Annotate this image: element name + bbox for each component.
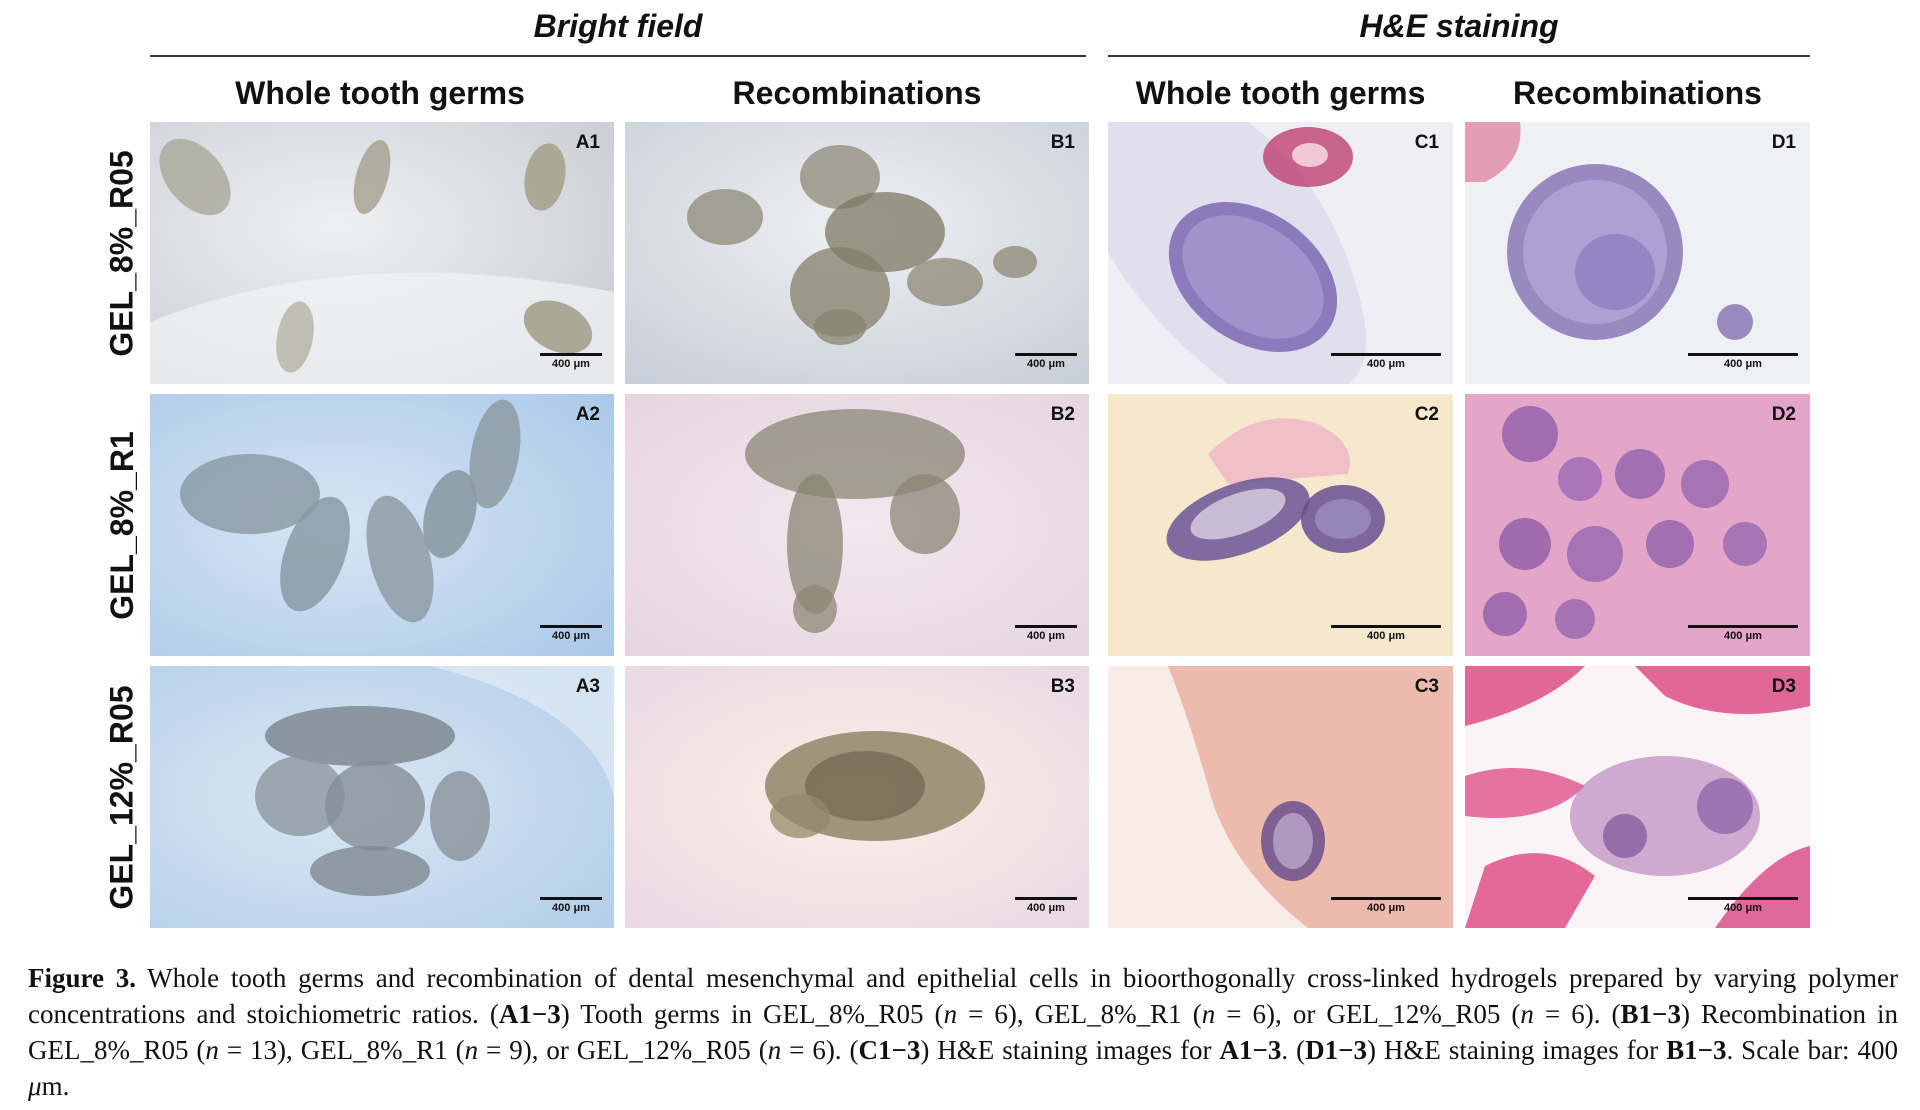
panel-c2: C2 400 μm <box>1108 394 1453 656</box>
caption-italic: n <box>205 1035 219 1065</box>
row-label-1: GEL_8%_R05 <box>103 149 140 357</box>
caption-text: Whole tooth germs and recombination of d… <box>28 963 1898 1029</box>
caption-italic: n <box>767 1035 782 1065</box>
caption-text: m. <box>41 1071 70 1101</box>
scale-bar-d2: 400 μm <box>1688 625 1798 642</box>
panel-id-b1: B1 <box>1050 132 1075 153</box>
panel-id-d2: D2 <box>1771 404 1796 425</box>
row-label-3: GEL_12%_R05 <box>103 684 140 910</box>
scale-bar-d3: 400 μm <box>1688 897 1798 914</box>
micrograph-a3 <box>150 666 614 928</box>
panel-id-a1: A1 <box>575 132 600 153</box>
caption-italic: n <box>1201 999 1216 1029</box>
caption-bold: B1−3 <box>1666 1035 1727 1065</box>
panel-id-c1: C1 <box>1414 132 1439 153</box>
figure-caption: Figure 3. Whole tooth germs and recombin… <box>28 960 1898 1104</box>
panel-c3: C3 400 μm <box>1108 666 1453 928</box>
caption-italic: n <box>464 1035 479 1065</box>
column-title-d: Recombinations <box>1513 75 1762 111</box>
micrograph-c1 <box>1108 122 1453 384</box>
caption-text: ) Recombination in GEL_8%_R05 ( <box>28 999 1899 1065</box>
group-rule-he-staining <box>1108 55 1810 57</box>
scale-bar-c1: 400 μm <box>1331 353 1441 370</box>
panel-id-c3: C3 <box>1414 676 1439 697</box>
panel-a2: A2 400 μm <box>150 394 614 656</box>
caption-text: = 6). ( <box>781 1035 859 1065</box>
caption-bold: C1−3 <box>858 1035 921 1065</box>
micrograph-b2 <box>625 394 1089 656</box>
micrograph-d1 <box>1465 122 1810 384</box>
caption-italic: n <box>943 999 958 1029</box>
panel-c1: C1 400 μm <box>1108 122 1453 384</box>
panel-b1: B1 400 μm <box>625 122 1089 384</box>
micrograph-b3 <box>625 666 1089 928</box>
micrograph-a1 <box>150 122 614 384</box>
panel-d3: D3 400 μm <box>1465 666 1810 928</box>
scale-bar-c2: 400 μm <box>1331 625 1441 642</box>
scale-bar-b1: 400 μm <box>1015 353 1077 370</box>
caption-bold: A1−3 <box>498 999 561 1029</box>
caption-text: = 6). ( <box>1533 999 1621 1029</box>
caption-bold: D1−3 <box>1305 1035 1367 1065</box>
panel-id-a2: A2 <box>575 404 600 425</box>
panel-id-d1: D1 <box>1771 132 1796 153</box>
caption-bold: B1−3 <box>1620 999 1681 1029</box>
column-title-c: Whole tooth germs <box>1135 75 1426 111</box>
panel-id-b3: B3 <box>1050 676 1075 697</box>
scale-bar-b2: 400 μm <box>1015 625 1077 642</box>
group-rule-bright-field <box>150 55 1086 57</box>
caption-text: = 6), GEL_8%_R1 ( <box>957 999 1202 1029</box>
scale-bar-d1: 400 μm <box>1688 353 1798 370</box>
scale-bar-b3: 400 μm <box>1015 897 1077 914</box>
caption-text: ) Tooth germs in GEL_8%_R05 ( <box>560 999 944 1029</box>
caption-bold: A1−3 <box>1219 1035 1282 1065</box>
micrograph-c2 <box>1108 394 1453 656</box>
caption-text: . ( <box>1281 1035 1306 1065</box>
group-title-bright-field: Bright field <box>533 8 703 44</box>
scale-bar-a2: 400 μm <box>540 625 602 642</box>
panel-b3: B3 400 μm <box>625 666 1089 928</box>
caption-text: = 6), or GEL_12%_R05 ( <box>1215 999 1521 1029</box>
panel-d1: D1 400 μm <box>1465 122 1810 384</box>
caption-text: = 9), or GEL_12%_R05 ( <box>478 1035 768 1065</box>
panel-id-b2: B2 <box>1050 404 1075 425</box>
figure-label: Figure 3. <box>28 963 136 993</box>
caption-text: ) H&E staining images for <box>920 1035 1220 1065</box>
caption-italic: μ <box>28 1071 42 1101</box>
caption-text: = 13), GEL_8%_R1 ( <box>218 1035 465 1065</box>
scale-bar-a3: 400 μm <box>540 897 602 914</box>
column-title-b: Recombinations <box>732 75 982 111</box>
micrograph-d2 <box>1465 394 1810 656</box>
caption-text: ) H&E staining images for <box>1366 1035 1667 1065</box>
panel-id-c2: C2 <box>1414 404 1439 425</box>
caption-text: . Scale bar: 400 <box>1726 1035 1899 1065</box>
scale-bar-a1: 400 μm <box>540 353 602 370</box>
micrograph-a2 <box>150 394 614 656</box>
panel-d2: D2 400 μm <box>1465 394 1810 656</box>
micrograph-b1 <box>625 122 1089 384</box>
panel-id-d3: D3 <box>1771 676 1796 697</box>
panel-a1: A1 400 μm <box>150 122 614 384</box>
micrograph-d3 <box>1465 666 1810 928</box>
panel-a3: A3 400 μm <box>150 666 614 928</box>
panel-id-a3: A3 <box>575 676 600 697</box>
micrograph-c3 <box>1108 666 1453 928</box>
scale-bar-c3: 400 μm <box>1331 897 1441 914</box>
row-label-2: GEL_8%_R1 <box>103 430 140 620</box>
panel-b2: B2 400 μm <box>625 394 1089 656</box>
group-title-he-staining: H&E staining <box>1359 8 1559 44</box>
column-title-a: Whole tooth germs <box>235 75 525 111</box>
caption-italic: n <box>1520 999 1534 1029</box>
